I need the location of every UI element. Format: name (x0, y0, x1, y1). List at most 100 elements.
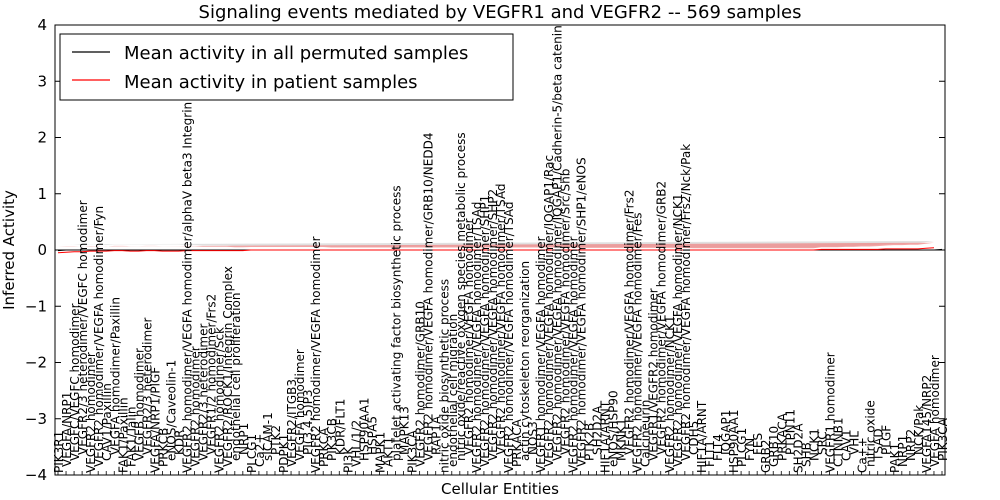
x-tick-label: VEGFR2 homodimer/VEGFA homodimer/Frs2/Nc… (679, 144, 693, 461)
x-tick-label: VEGFR2/3 heterodimer/VEGFC homodimer (76, 200, 90, 455)
x-tick-label: PTK2B (582, 423, 596, 461)
x-tick-label: FLT4 (711, 434, 725, 461)
x-tick-label: MKNK1 (615, 418, 629, 461)
x-tick-label: VEGFR2/3 heterodimer (140, 317, 154, 455)
x-tick-label: VEGFR2 homodimer/VEGFA homodimer/Fyn (92, 206, 106, 467)
x-tick-label: VEGFR2 homodimer/VEGFA homodimer/GRB2 (655, 181, 669, 455)
x-tick-label: VEGFR2 homodimer/VEGFA homodimer (462, 218, 476, 455)
x-tick-label: VEGFR2 homodimer/VEGFA homodimer/IQGAP1/… (542, 155, 556, 467)
y-tick-label: −4 (25, 466, 47, 484)
x-tick-label: HIF1A/ARNT (695, 400, 709, 473)
x-tick-label: PIK3CA (936, 417, 950, 461)
legend-label-permuted: Mean activity in all permuted samples (124, 43, 468, 64)
y-tick-label: 1 (37, 185, 47, 203)
x-tick-label: SRC (816, 431, 830, 455)
x-tick-label: SH2D2A (590, 405, 604, 455)
y-tick-label: −2 (25, 354, 47, 372)
x-tick-label: MAPK13 (398, 406, 412, 455)
x-tick-label: NCK/Pak (912, 405, 926, 455)
x-tick-label: VEGFR2 homodimer/VEGFA homodimer (566, 236, 580, 473)
x-tick-label: PRKACA (510, 418, 524, 467)
x-tick-label: platelet activating factor biosynthetic … (390, 185, 404, 461)
x-tick-label: VEGFB homodimer (132, 348, 146, 461)
x-tick-label: VEGFR2 homodimer/VEGFA homodimer/NCK1 (671, 193, 685, 467)
legend-box (59, 33, 514, 101)
y-tick-label: −3 (25, 410, 47, 428)
y-tick-label: 3 (37, 72, 47, 90)
x-tick-label: CAV1/Paxillin (100, 383, 114, 461)
x-tick-label: VEGFR2 homodimer (189, 346, 203, 467)
x-tick-label: VEGFR2 homodimer/VEGFA homodimer/Fes (631, 212, 645, 473)
x-tick-label: VEGFR2 homodimer/VEGFA homodimer/alphaV … (181, 102, 195, 473)
x-tick-label: VHL (848, 431, 862, 455)
x-tick-label: SHB (799, 442, 813, 467)
x-tick-label: KDR (173, 430, 187, 455)
chart-title: Signaling events mediated by VEGFR1 and … (199, 2, 802, 23)
x-tick-label: VEGFR1/2 homodimer/Frs2 (205, 294, 219, 455)
x-tick-label: PRKCB (157, 428, 171, 467)
x-tick-label: PI3K (341, 446, 355, 473)
x-tick-label: PIK3CA (406, 429, 420, 473)
x-tick-label: VEGFR2 homodimer/NCK1 (663, 315, 677, 473)
x-tick-label: GRB2 (759, 439, 773, 473)
x-tick-label: HSP90AA1 (357, 397, 371, 461)
x-tick-label: HSP90AA1 (727, 409, 741, 473)
x-tick-label: PLCG1 (735, 428, 749, 467)
x-tick-label: NCK1 (807, 428, 821, 461)
x-tick-label: endothelial cell proliferation (229, 293, 243, 461)
x-tick-label: nitric oxide/reactive oxygen species met… (454, 132, 468, 461)
x-tick-label: VEGFR2 homodimer/VEGFA homodimer/SHP1/eN… (574, 157, 588, 467)
x-tick-label: VEGFR1 homodimer/VEGFA homodimer (534, 236, 548, 473)
x-tick-label: VEGFR2/3 heterodimer (197, 323, 211, 461)
x-tick-label: eNOS/Caveolin-1 (165, 360, 179, 461)
x-tick-label: VEGFR2 homodimer/Sck (213, 327, 227, 473)
x-tick-label: Ca++ (856, 437, 870, 473)
x-tick-label: PRKCA (317, 427, 331, 467)
x-tick-label: VEGFR2 homodimer/VEGFA homodimer/Src/Shb (558, 169, 572, 455)
x-tick-label: NRP1 (896, 435, 910, 467)
x-tick-label: SH2D2A (791, 423, 805, 473)
x-tick-label: HIF1A/ARNT (599, 400, 613, 473)
x-tick-label: IQGAP1 (719, 410, 733, 455)
legend: Mean activity in all permuted samples Me… (59, 33, 514, 101)
x-tick-label: VEGFR2 homodimer/VEGFA homodimer/GRB10/N… (422, 133, 436, 462)
x-tick-label: VEGFR2/ROCK1/Integrin Complex (221, 266, 235, 467)
x-tick-label: KDR/FLT1 (333, 399, 347, 455)
x-tick-label: TSAD (872, 428, 886, 462)
x-tick-label: VEGFA homodimer (293, 349, 307, 461)
band-layer (58, 241, 934, 249)
x-tick-label: PI(3,4,5)P3 (301, 389, 315, 455)
x-tick-label: NRP2 (904, 429, 918, 461)
x-tick-label: PLCG1 (245, 434, 259, 473)
x-tick-label: Calcineurin (639, 400, 653, 467)
x-tick-label: Ca2+ (253, 434, 267, 467)
x-tick-label: PIK3CB (325, 418, 339, 461)
x-tick-label: CAV1 (840, 429, 854, 461)
x-tick-label: RAP1A (430, 415, 444, 455)
x-tick-label: VEGFR1 homodimer (824, 352, 838, 473)
x-tick-label: PDPK1 (277, 434, 291, 473)
x-tick-label: VEGFR2 homodimer/VEGFA homodimer/SHP1 (478, 195, 492, 467)
x-tick-label: AKT1 (382, 437, 396, 467)
y-tick-label: 4 (37, 16, 47, 34)
x-tick-label: GRB10 (767, 426, 781, 467)
x-tick-label: HSPA5 (365, 416, 379, 455)
x-tick-label: VEGFA homodimer/Paxillin (108, 297, 122, 455)
x-tick-label: PRKACA (775, 412, 789, 461)
y-tick-label: −1 (25, 297, 47, 315)
x-tick-label: eNOS/HSP90 (607, 390, 621, 467)
x-tick-label: VEGFR2 homodimer/VEGFA homodimer/Frs2 (623, 190, 637, 456)
x-tick-label: FAK1/Talin (124, 406, 138, 467)
x-tick-label: VEGFA homodimer (928, 355, 942, 467)
x-tick-label: VEGFA/NRP1/PlGF (148, 367, 162, 473)
x-tick-label: MAPK1 (374, 432, 388, 473)
x-tick-label: VEGFR2/ITGB3 (285, 379, 299, 467)
line-layer (55, 247, 945, 254)
series-line-1 (57, 247, 935, 254)
y-axis-label: Inferred Activity (0, 190, 18, 310)
x-tick-label: VEGFA145/NRP2 (920, 375, 934, 473)
x-tick-label: nitric oxide biosynthetic process (438, 279, 452, 473)
x-tick-label: nitric oxide (864, 400, 878, 467)
